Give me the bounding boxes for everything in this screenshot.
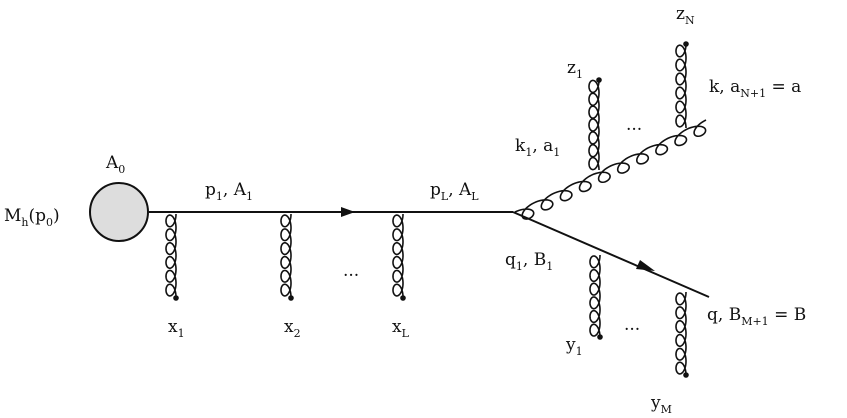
gluon-x2-end-dot	[288, 295, 294, 301]
ellipsis-upper: ...	[626, 115, 642, 135]
blob-label: Mh(p0)	[4, 206, 60, 229]
gluon-zn-end-dot	[683, 41, 689, 47]
gluon-y1-label: y1	[565, 335, 583, 358]
ellipsis-incoming: ...	[343, 261, 359, 281]
incoming-first-label: p1, A1	[205, 180, 253, 203]
gluon-ym-end-dot	[683, 372, 689, 378]
outgoing-quark-arrow	[636, 260, 655, 271]
gluon-x1-end-dot	[173, 295, 179, 301]
gluon-z1-end-dot	[596, 77, 602, 83]
gluon-zn-label: zN	[676, 4, 695, 27]
gluon-x1-label: x1	[168, 317, 185, 340]
blob-top-label: A0	[105, 153, 125, 176]
ellipsis-lower: ...	[624, 315, 640, 335]
gluon-zn	[675, 43, 687, 129]
outgoing-gluon-end-label: k, aN+1 = a	[709, 77, 801, 100]
gluon-z1-label: z1	[567, 58, 583, 81]
outgoing-gluon	[514, 119, 707, 220]
gluon-z1	[588, 79, 600, 171]
gluon-x1	[165, 213, 177, 298]
outgoing-quark-first-label: q1, B1	[505, 250, 553, 273]
gluon-x2	[280, 213, 292, 298]
gluon-ym-label: yM	[650, 393, 672, 416]
outgoing-quark-end-label: q, BM+1 = B	[707, 305, 806, 328]
gluon-x2-label: x2	[284, 317, 301, 340]
gluon-xl-end-dot	[400, 295, 406, 301]
incoming-last-label: pL, AL	[430, 180, 479, 203]
incoming-quark-arrow	[341, 207, 355, 217]
hadron-blob	[89, 182, 149, 242]
outgoing-quark-line	[512, 211, 710, 298]
outgoing-gluon-first-label: k1, a1	[515, 136, 560, 159]
gluon-y1-end-dot	[597, 334, 603, 340]
gluon-lines	[165, 41, 707, 378]
gluon-xl	[392, 213, 404, 298]
gluon-y1	[589, 254, 601, 338]
gluon-ym	[675, 291, 687, 376]
gluon-xl-label: xL	[392, 317, 410, 340]
